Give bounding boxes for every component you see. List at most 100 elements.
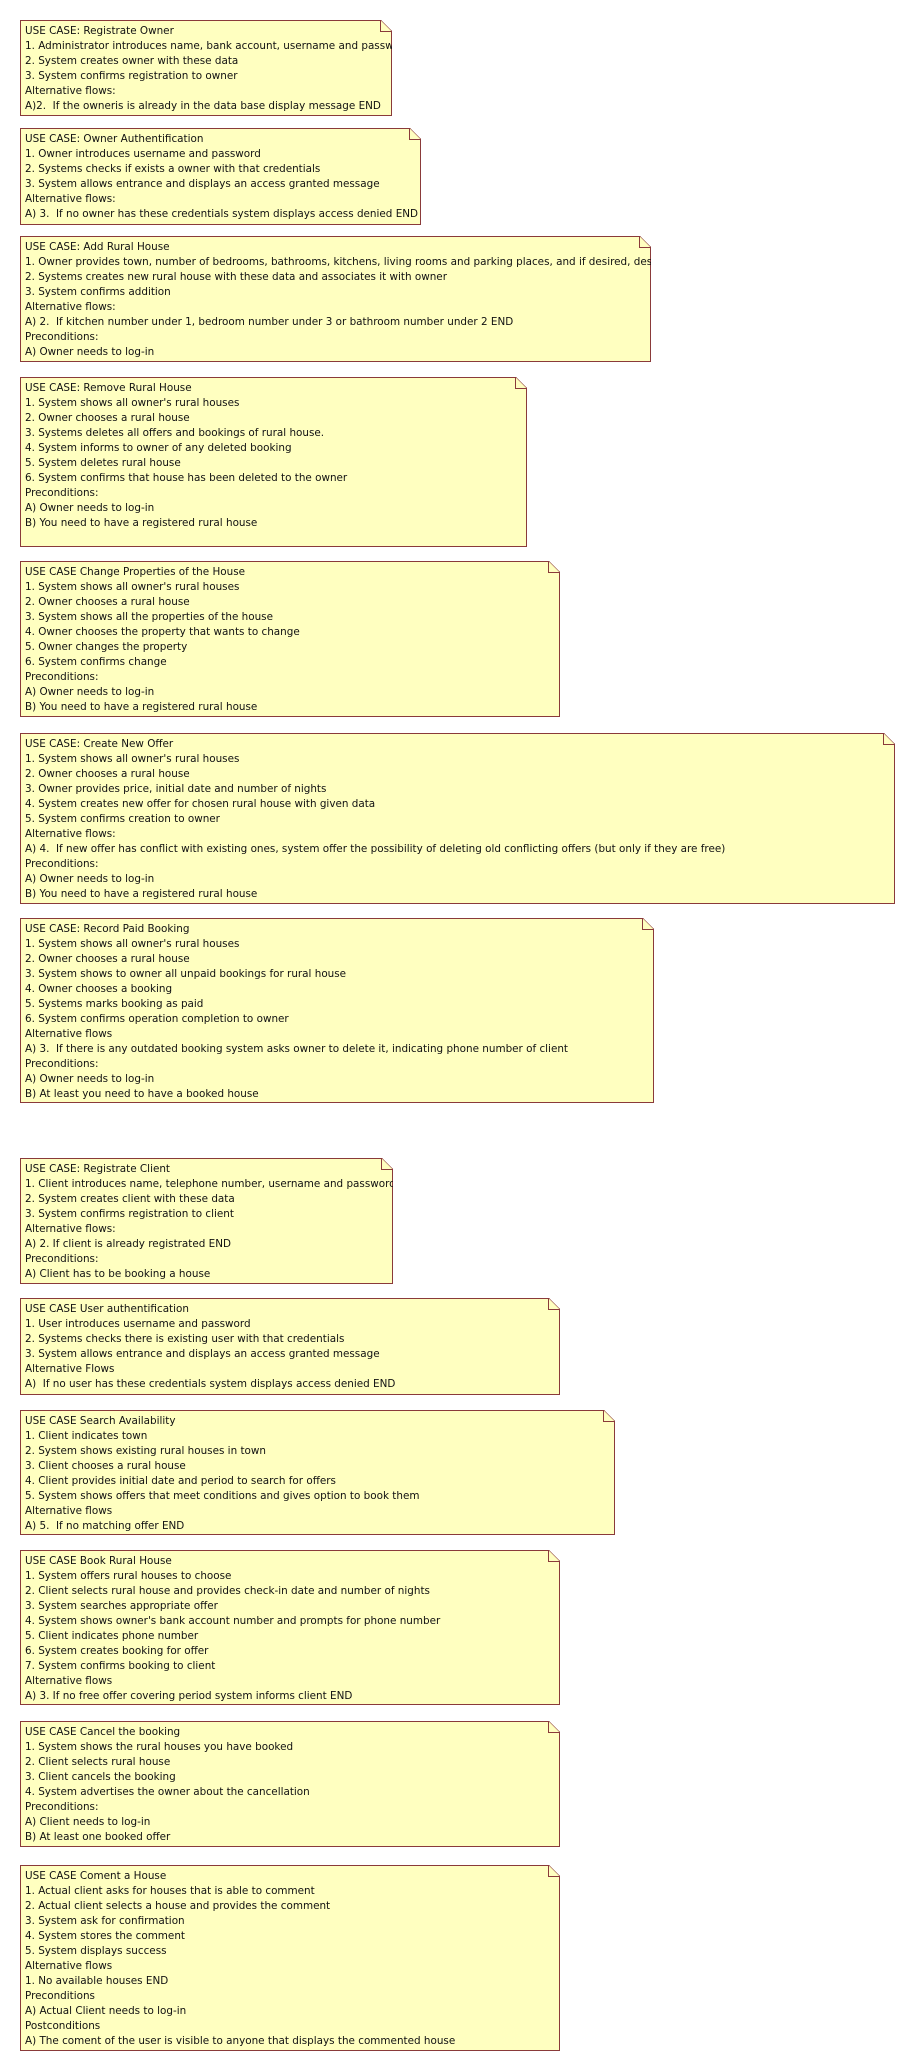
use-case-line: A) 3. If no owner has these credentials … xyxy=(25,208,419,220)
use-case-line: 1. System shows all owner's rural houses xyxy=(25,938,240,950)
note-fold-corner xyxy=(548,1722,559,1733)
use-case-line: A) 3. If no free offer covering period s… xyxy=(25,1690,353,1702)
use-case-title: USE CASE Coment a House xyxy=(25,1870,167,1882)
use-case-line: 4. Owner chooses a booking xyxy=(25,983,173,995)
note-fold-corner xyxy=(883,734,894,745)
use-case-line: 5. Owner changes the property xyxy=(25,641,188,653)
use-case-line: A) If no user has these credentials syst… xyxy=(25,1378,396,1390)
use-case-line: 3. System ask for confirmation xyxy=(25,1915,185,1927)
use-case-line: 4. System creates new offer for chosen r… xyxy=(25,798,376,810)
use-case-line: A) 4. If new offer has conflict with exi… xyxy=(25,843,726,855)
use-case-line: A) 2. If client is already registrated E… xyxy=(25,1238,232,1250)
use-case-line: Preconditions: xyxy=(25,671,99,683)
use-case-line: 2. System creates client with these data xyxy=(25,1193,235,1205)
use-case-line: 5. Systems marks booking as paid xyxy=(25,998,204,1010)
use-case-line: A) Owner needs to log-in xyxy=(25,873,155,885)
use-case-line: 2. Actual client selects a house and pro… xyxy=(25,1900,331,1912)
use-case-line: 1. Administrator introduces name, bank a… xyxy=(25,40,411,52)
use-case-line: 4. System advertises the owner about the… xyxy=(25,1786,310,1798)
use-case-line: 3. System shows all the properties of th… xyxy=(25,611,273,623)
use-case-note-user-authentification: USE CASE User authentification 1. User in… xyxy=(20,1298,560,1395)
use-case-line: 3. System shows to owner all unpaid book… xyxy=(25,968,347,980)
use-case-line: 6. System confirms that house has been d… xyxy=(25,472,348,484)
use-case-line: 1. System shows all owner's rural houses xyxy=(25,397,240,409)
use-case-line: 6. System creates booking for offer xyxy=(25,1645,209,1657)
use-case-line: 2. System creates owner with these data xyxy=(25,55,239,67)
use-case-line: 6. System confirms change xyxy=(25,656,167,668)
use-case-title: USE CASE Change Properties of the House xyxy=(25,566,246,578)
use-case-line: 5. System displays success xyxy=(25,1945,167,1957)
use-case-line: 2. Systems checks if exists a owner with… xyxy=(25,163,321,175)
use-case-line: 3. Client chooses a rural house xyxy=(25,1460,186,1472)
use-case-line: 2. Owner chooses a rural house xyxy=(25,412,190,424)
use-case-line: Preconditions: xyxy=(25,1801,99,1813)
use-case-title: USE CASE Cancel the booking xyxy=(25,1726,181,1738)
use-case-line: 4. System stores the comment xyxy=(25,1930,185,1942)
use-case-line: Preconditions xyxy=(25,1990,95,2002)
use-case-line: 1. User introduces username and password xyxy=(25,1318,251,1330)
note-fold-corner xyxy=(548,1551,559,1562)
use-case-line: 3. Owner provides price, initial date an… xyxy=(25,783,327,795)
use-case-line: 1. Client indicates town xyxy=(25,1430,148,1442)
use-case-line: 2. Owner chooses a rural house xyxy=(25,953,190,965)
note-fold-corner xyxy=(380,21,391,32)
note-fold-corner xyxy=(548,1299,559,1310)
use-case-line: 1. Owner provides town, number of bedroo… xyxy=(25,256,692,268)
note-fold-corner xyxy=(548,1866,559,1877)
use-case-line: Alternative flows xyxy=(25,1028,113,1040)
use-case-line: 2. Owner chooses a rural house xyxy=(25,768,190,780)
use-case-line: 1. Client introduces name, telephone num… xyxy=(25,1178,396,1190)
use-case-line: B) At least you need to have a booked ho… xyxy=(25,1088,259,1100)
use-case-line: A) Owner needs to log-in xyxy=(25,1073,155,1085)
use-case-line: A) Owner needs to log-in xyxy=(25,686,155,698)
note-fold-corner xyxy=(639,237,650,248)
use-case-line: A) Actual Client needs to log-in xyxy=(25,2005,187,2017)
use-case-line: Preconditions: xyxy=(25,858,99,870)
use-case-line: 3. System confirms registration to clien… xyxy=(25,1208,234,1220)
note-fold-corner xyxy=(409,129,420,140)
use-case-line: 5. Client indicates phone number xyxy=(25,1630,199,1642)
use-case-line: 5. System shows offers that meet conditi… xyxy=(25,1490,420,1502)
use-case-line: A) 5. If no matching offer END xyxy=(25,1520,185,1532)
use-case-line: 7. System confirms booking to client xyxy=(25,1660,216,1672)
use-case-line: A) 3. If there is any outdated booking s… xyxy=(25,1043,568,1055)
use-case-line: B) At least one booked offer xyxy=(25,1831,171,1843)
use-case-line: Alternative flows: xyxy=(25,301,116,313)
use-case-line: 1. System offers rural houses to choose xyxy=(25,1570,232,1582)
use-case-note-book-rural-house: USE CASE Book Rural House 1. System offer… xyxy=(20,1550,560,1705)
use-case-line: Preconditions: xyxy=(25,1058,99,1070)
use-case-line: 1. Owner introduces username and passwor… xyxy=(25,148,261,160)
use-case-line: A)2. If the owneris is already in the da… xyxy=(25,100,381,112)
use-case-line: A) 2. If kitchen number under 1, bedroom… xyxy=(25,316,514,328)
use-case-line: 1. System shows the rural houses you hav… xyxy=(25,1741,294,1753)
use-case-line: 4. Owner chooses the property that wants… xyxy=(25,626,300,638)
use-case-line: Postconditions xyxy=(25,2020,101,2032)
use-case-line: 2. Systems creates new rural house with … xyxy=(25,271,447,283)
use-case-line: 4. System shows owner's bank account num… xyxy=(25,1615,441,1627)
use-case-title: USE CASE: Record Paid Booking xyxy=(25,923,190,935)
use-case-title: USE CASE Book Rural House xyxy=(25,1555,172,1567)
use-case-line: A) Client needs to log-in xyxy=(25,1816,151,1828)
use-case-title: USE CASE User authentification xyxy=(25,1303,189,1315)
use-case-note-record-paid-booking: USE CASE: Record Paid Booking 1. System s… xyxy=(20,918,654,1103)
use-case-line: A) The coment of the user is visible to … xyxy=(25,2035,456,2047)
use-case-title: USE CASE: Add Rural House xyxy=(25,241,170,253)
note-fold-corner xyxy=(381,1159,392,1170)
use-case-line: 3. System allows entrance and displays a… xyxy=(25,1348,380,1360)
use-case-line: A) Owner needs to log-in xyxy=(25,502,155,514)
use-case-line: B) You need to have a registered rural h… xyxy=(25,888,258,900)
use-case-line: 1. System shows all owner's rural houses xyxy=(25,753,240,765)
note-fold-corner xyxy=(548,562,559,573)
use-case-line: Alternative flows: xyxy=(25,1223,116,1235)
use-case-line: Alternative flows: xyxy=(25,828,116,840)
use-case-line: Alternative flows xyxy=(25,1960,113,1972)
use-case-line: 3. System allows entrance and displays a… xyxy=(25,178,380,190)
use-case-line: Preconditions: xyxy=(25,487,99,499)
note-fold-corner xyxy=(515,378,526,389)
use-case-title: USE CASE Search Availability xyxy=(25,1415,176,1427)
